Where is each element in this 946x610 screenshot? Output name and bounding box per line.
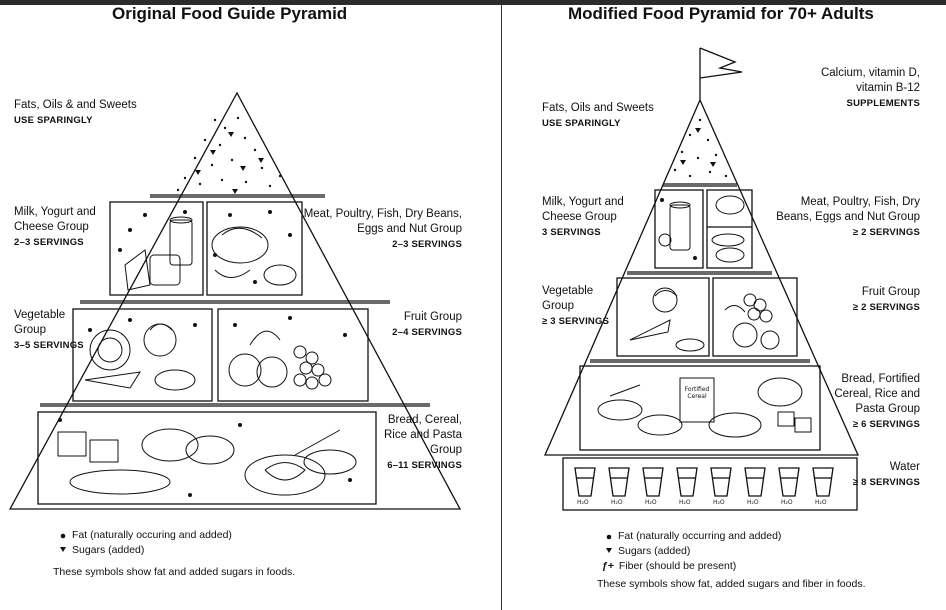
right-water-box [563, 458, 857, 510]
left-milk-label: Milk, Yogurt and Cheese Group 2–3 SERVIN… [14, 205, 96, 250]
right-meat-illustration [712, 196, 744, 262]
water-glass-label: H₂O [577, 499, 589, 506]
right-fats-label: Fats, Oils and Sweets USE SPARINGLY [542, 101, 654, 131]
right-supplements-label: Calcium, vitamin D, vitamin B-12 SUPPLEM… [821, 66, 920, 111]
right-flag [700, 48, 742, 78]
water-glass-label: H₂O [747, 499, 759, 506]
water-glass-label: H₂O [611, 499, 623, 506]
left-bread-box [38, 412, 376, 504]
left-milk-box [110, 202, 203, 295]
left-legend-sugars: Sugars (added) [72, 543, 144, 558]
right-legend-fat-icon [607, 535, 612, 540]
right-cereal-box [680, 378, 714, 422]
water-glass-label: H₂O [815, 499, 827, 506]
right-legend-fat: Fat (naturally occurring and added) [618, 529, 781, 544]
left-milk-illustration [119, 211, 193, 291]
right-fruit-label: Fruit Group ≥ 2 SERVINGS [853, 285, 920, 315]
left-legend-fat: Fat (naturally occuring and added) [72, 528, 232, 543]
cereal-box-label: Fortified Cereal [682, 386, 712, 400]
right-vegetable-illustration [630, 288, 704, 351]
right-legend-sugar-icon [606, 548, 612, 553]
left-fats-sugars [195, 132, 264, 194]
left-fats-dots [177, 117, 281, 191]
left-legend-note: These symbols show fat and added sugars … [53, 566, 295, 578]
water-glass-label: H₂O [713, 499, 725, 506]
right-veg-box [617, 278, 709, 356]
left-fruit-illustration [229, 317, 347, 390]
right-fats-dots [674, 119, 727, 177]
left-meat-label: Meat, Poultry, Fish, Dry Beans, Eggs and… [304, 207, 462, 252]
right-milk-illustration [659, 199, 697, 260]
right-legend-fiber: ƒ+ Fiber (should be present) [600, 559, 736, 574]
right-milk-label: Milk, Yogurt and Cheese Group 3 SERVINGS [542, 195, 624, 240]
right-legend-sugars: Sugars (added) [618, 544, 690, 559]
left-bread-illustration [58, 419, 356, 497]
left-fruit-label: Fruit Group 2–4 SERVINGS [392, 310, 462, 340]
left-fats-label: Fats, Oils & and Sweets USE SPARINGLY [14, 98, 137, 128]
water-glass-label: H₂O [679, 499, 691, 506]
fiber-icon: ƒ+ [600, 559, 616, 574]
water-glass-label: H₂O [645, 499, 657, 506]
water-glass-label: H₂O [781, 499, 793, 506]
left-legend-sugar-icon [60, 547, 66, 552]
right-vegetable-label: Vegetable Group ≥ 3 SERVINGS [542, 284, 609, 329]
left-vegetable-illustration [85, 319, 197, 391]
right-bread-label: Bread, Fortified Cereal, Rice and Pasta … [834, 372, 920, 432]
right-fruit-illustration [725, 294, 779, 349]
left-bread-label: Bread, Cereal, Rice and Pasta Group 6–11… [384, 413, 462, 473]
left-legend-fat-icon [61, 534, 66, 539]
right-meat-label: Meat, Poultry, Fish, Dry Beans, Eggs and… [776, 195, 920, 240]
right-panel-title: Modified Food Pyramid for 70+ Adults [568, 4, 874, 24]
right-legend-note: These symbols show fat, added sugars and… [597, 578, 865, 590]
right-water-label: Water ≥ 8 SERVINGS [853, 460, 920, 490]
right-water-glasses [575, 468, 833, 496]
left-vegetable-label: Vegetable Group 3–5 SERVINGS [14, 308, 84, 353]
left-meat-illustration [212, 211, 296, 286]
